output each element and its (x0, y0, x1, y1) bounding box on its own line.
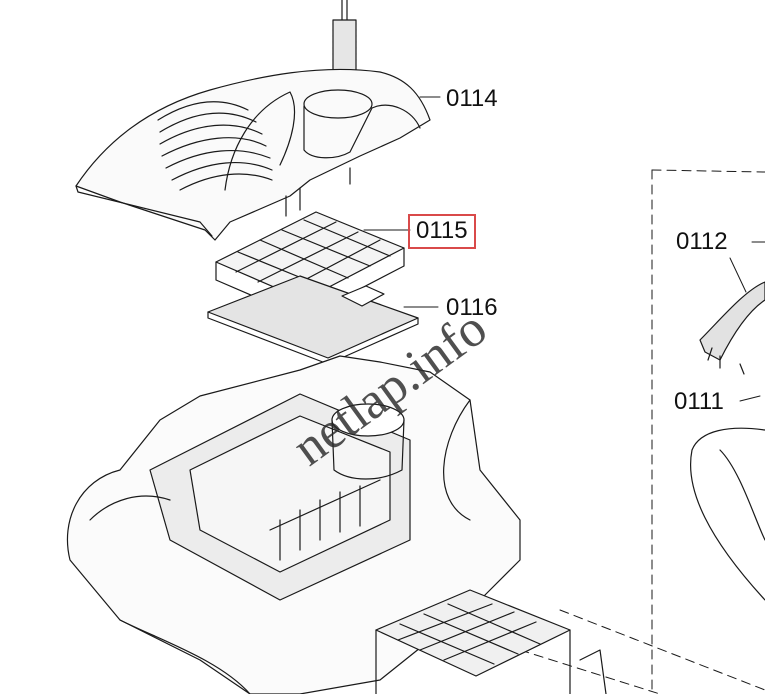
part-label-0115-highlighted: 0115 (408, 214, 476, 249)
spring-part (332, 0, 357, 75)
lower-filter-part (375, 589, 607, 694)
detail-dashed-frame (519, 169, 765, 694)
part-label-0114: 0114 (446, 85, 498, 112)
part-label-0111: 0111 (674, 388, 724, 415)
housing-part-0111 (690, 427, 765, 601)
part-label-0112: 0112 (676, 228, 728, 255)
part-label-0116: 0116 (446, 294, 498, 321)
flat-filter-part-0116 (207, 275, 419, 365)
top-cover-part-0114 (75, 68, 431, 241)
main-housing-part (66, 355, 521, 694)
bag-holder-part-0112 (699, 281, 765, 375)
leader-lines (363, 96, 765, 402)
